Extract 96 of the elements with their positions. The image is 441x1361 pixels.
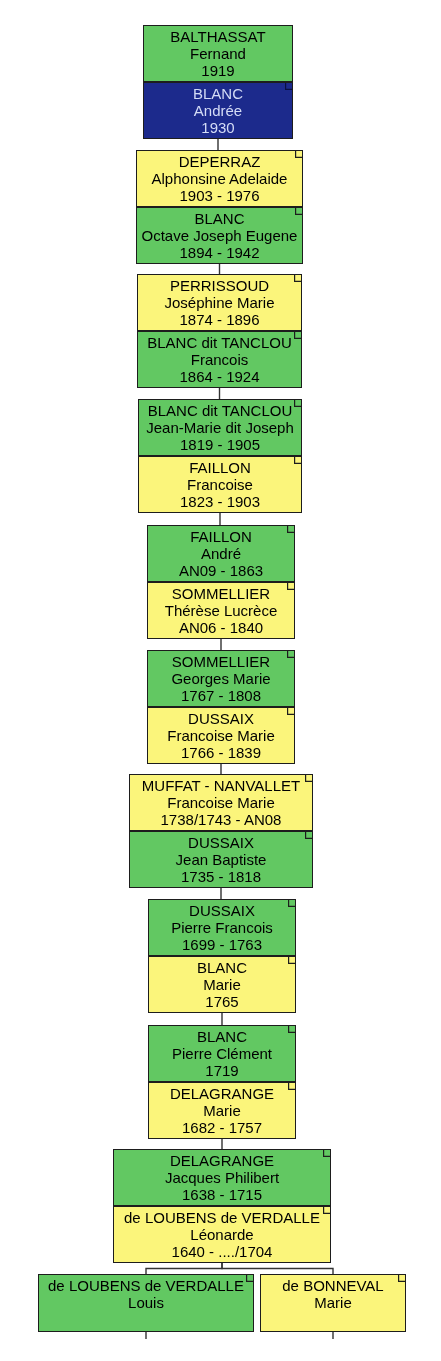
person-box [148,1082,296,1139]
surname-text: SOMMELLIER [171,585,271,602]
person-box [136,207,303,264]
given-name-text: Jean Baptiste [175,851,267,868]
surname-text: BLANC [197,959,247,976]
given-name-text: Thérèse Lucrèce [164,602,278,619]
life-dates-text: 1874 - 1896 [179,311,260,328]
person-box [137,331,302,388]
life-dates-text: 1823 - 1903 [179,493,261,510]
person-box [147,707,295,764]
given-name-text: Octave Joseph Eugene [141,227,298,244]
person-box [143,25,293,82]
surname-text: DELAGRANGE [169,1152,275,1169]
surname-text: FAILLON [189,459,251,476]
surname-text: DUSSAIX [189,902,255,919]
life-dates-text: 1719 [205,1062,239,1079]
surname-text: de BONNEVAL [282,1277,384,1294]
life-dates-text: 1766 - 1839 [180,744,262,761]
person-box [113,1149,331,1206]
person-box [136,150,303,207]
given-name-text: Jean-Marie dit Joseph [146,419,294,436]
connector-line [220,887,222,900]
life-dates-text: 1894 - 1942 [179,244,260,261]
person-box [147,650,295,707]
life-dates-text: 1699 - 1763 [181,936,263,953]
person-box [38,1274,254,1332]
surname-text: BLANC [197,1028,247,1045]
life-dates-text: AN06 - 1840 [178,619,264,636]
person-box [143,82,293,139]
surname-text: FAILLON [190,528,252,545]
person-box [147,582,295,639]
person-box [148,899,296,956]
surname-text: MUFFAT - NANVALLET [141,777,301,794]
surname-text: BLANC [193,85,243,102]
given-name-text: Georges Marie [171,670,271,687]
life-dates-text: 1640 - ..../1704 [171,1243,273,1260]
connector-line [145,1331,147,1340]
given-name-text: Marie [203,1102,241,1119]
given-name-text: Pierre Francois [171,919,273,936]
person-box [147,525,295,582]
surname-text: BALTHASSAT [170,28,266,45]
connector-line [220,763,222,775]
connector-line [219,512,221,526]
person-box [138,399,302,456]
life-dates-text: 1819 - 1905 [179,436,261,453]
person-box [148,1025,296,1082]
given-name-text: Alphonsine Adelaide [151,170,288,187]
person-box [138,456,302,513]
life-dates-text: 1738/1743 - AN08 [160,811,282,828]
life-dates-text: 1930 [201,119,235,136]
life-dates-text: 1638 - 1715 [181,1186,263,1203]
connector-line [221,1012,223,1026]
given-name-text: Andrée [193,102,243,119]
life-dates-text: 1765 [205,993,239,1010]
connector-line [220,638,222,651]
surname-text: SOMMELLIER [171,653,271,670]
person-box [129,831,313,888]
connector-line [332,1331,334,1340]
surname-text: de LOUBENS de VERDALLE [48,1277,244,1294]
surname-text: de LOUBENS de VERDALLE [124,1209,320,1226]
surname-text: DEPERRAZ [178,153,261,170]
surname-text: BLANC dit TANCLOU [147,402,293,419]
given-name-text: Léonarde [190,1226,254,1243]
life-dates-text: 1767 - 1808 [180,687,262,704]
person-box [129,774,313,831]
given-name-text: André [201,545,241,562]
given-name-text: Joséphine Marie [164,294,275,311]
person-box [148,956,296,1013]
surname-text: DUSSAIX [188,834,254,851]
person-box [260,1274,406,1332]
surname-text: BLANC [194,210,245,227]
person-box [113,1206,331,1263]
person-box [137,274,302,331]
connector-line [221,1262,334,1275]
connector-line [217,138,219,151]
given-name-text: Jacques Philibert [164,1169,280,1186]
life-dates-text: 1682 - 1757 [181,1119,263,1136]
given-name-text: Francoise [187,476,253,493]
given-name-text: Francois [190,351,249,368]
surname-text: DELAGRANGE [169,1085,275,1102]
given-name-text: Marie [314,1294,352,1311]
life-dates-text: 1735 - 1818 [180,868,262,885]
life-dates-text: 1864 - 1924 [179,368,260,385]
life-dates-text: 1919 [201,62,235,79]
given-name-text: Francoise Marie [167,727,275,744]
connector-line [221,1138,223,1150]
given-name-text: Louis [128,1294,164,1311]
given-name-text: Marie [203,976,241,993]
given-name-text: Fernand [190,45,246,62]
given-name-text: Francoise Marie [167,794,275,811]
surname-text: DUSSAIX [188,710,254,727]
surname-text: BLANC dit TANCLOU [147,334,292,351]
surname-text: PERRISSOUD [169,277,270,294]
given-name-text: Pierre Clément [171,1045,272,1062]
life-dates-text: 1903 - 1976 [179,187,260,204]
life-dates-text: AN09 - 1863 [178,562,264,579]
